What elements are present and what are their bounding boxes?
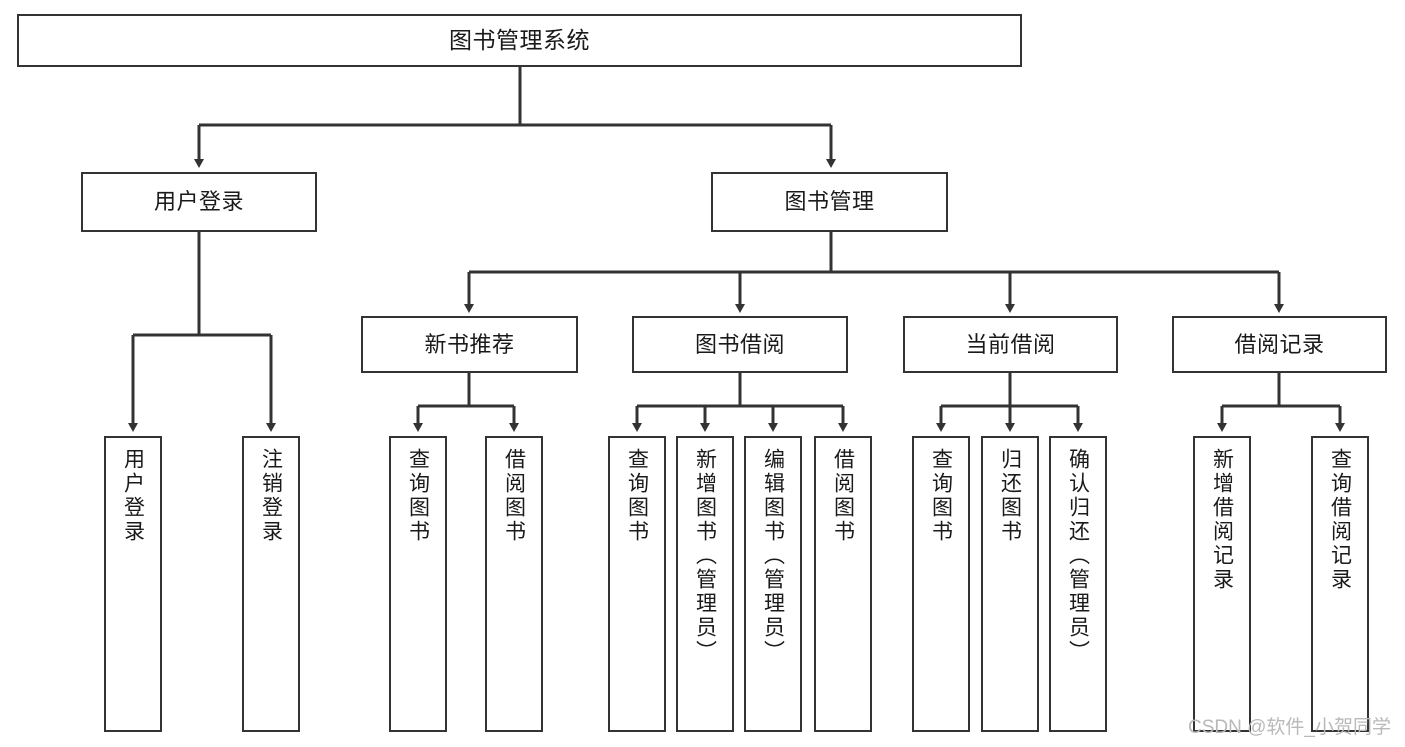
leaf-bb-add-book-label: 新增图书（管理员）: [693, 448, 717, 664]
node-book-borrow[interactable]: 图书借阅: [632, 316, 848, 373]
node-current-borrow[interactable]: 当前借阅: [903, 316, 1118, 373]
node-book-manage-label: 图书管理: [784, 189, 875, 215]
leaf-br-add-record-label: 新增借阅记录: [1210, 448, 1234, 592]
watermark-text: CSDN @软件_小贺同学: [1188, 717, 1391, 738]
leaf-cb-return-book[interactable]: 归还图书: [981, 436, 1039, 732]
node-current-borrow-label: 当前借阅: [965, 331, 1056, 357]
leaf-cb-query-book[interactable]: 查询图书: [912, 436, 970, 732]
node-root-label: 图书管理系统: [449, 26, 590, 53]
leaf-nb-query-book-label: 查询图书: [406, 448, 430, 544]
node-borrow-record[interactable]: 借阅记录: [1172, 316, 1387, 373]
leaf-nb-query-book[interactable]: 查询图书: [389, 436, 447, 732]
leaf-br-add-record[interactable]: 新增借阅记录: [1193, 436, 1251, 732]
leaf-nb-borrow-book-label: 借阅图书: [502, 448, 526, 544]
node-root[interactable]: 图书管理系统: [17, 14, 1022, 67]
leaf-bb-query-book[interactable]: 查询图书: [608, 436, 666, 732]
node-book-manage[interactable]: 图书管理: [711, 172, 948, 232]
node-user-login[interactable]: 用户登录: [81, 172, 317, 232]
leaf-cb-return-book-label: 归还图书: [998, 448, 1022, 544]
leaf-br-query-record[interactable]: 查询借阅记录: [1311, 436, 1369, 732]
leaf-bb-edit-book-label: 编辑图书（管理员）: [761, 448, 785, 664]
leaf-bb-edit-book[interactable]: 编辑图书（管理员）: [744, 436, 802, 732]
leaf-nb-borrow-book[interactable]: 借阅图书: [485, 436, 543, 732]
leaf-cb-confirm-return-label: 确认归还（管理员）: [1066, 448, 1090, 664]
node-book-borrow-label: 图书借阅: [694, 331, 785, 357]
leaf-logout[interactable]: 注销登录: [242, 436, 300, 732]
leaf-bb-query-book-label: 查询图书: [625, 448, 649, 544]
leaf-bb-borrow-book-label: 借阅图书: [831, 448, 855, 544]
leaf-cb-confirm-return[interactable]: 确认归还（管理员）: [1049, 436, 1107, 732]
node-new-book-recommend-label: 新书推荐: [424, 331, 515, 357]
node-user-login-label: 用户登录: [153, 189, 244, 215]
leaf-cb-query-book-label: 查询图书: [929, 448, 953, 544]
node-new-book-recommend[interactable]: 新书推荐: [361, 316, 578, 373]
leaf-user-login-label: 用户登录: [121, 448, 145, 544]
node-borrow-record-label: 借阅记录: [1234, 331, 1325, 357]
leaf-logout-label: 注销登录: [259, 448, 283, 544]
leaf-user-login[interactable]: 用户登录: [104, 436, 162, 732]
leaf-bb-add-book[interactable]: 新增图书（管理员）: [676, 436, 734, 732]
leaf-br-query-record-label: 查询借阅记录: [1328, 448, 1352, 592]
leaf-bb-borrow-book[interactable]: 借阅图书: [814, 436, 872, 732]
